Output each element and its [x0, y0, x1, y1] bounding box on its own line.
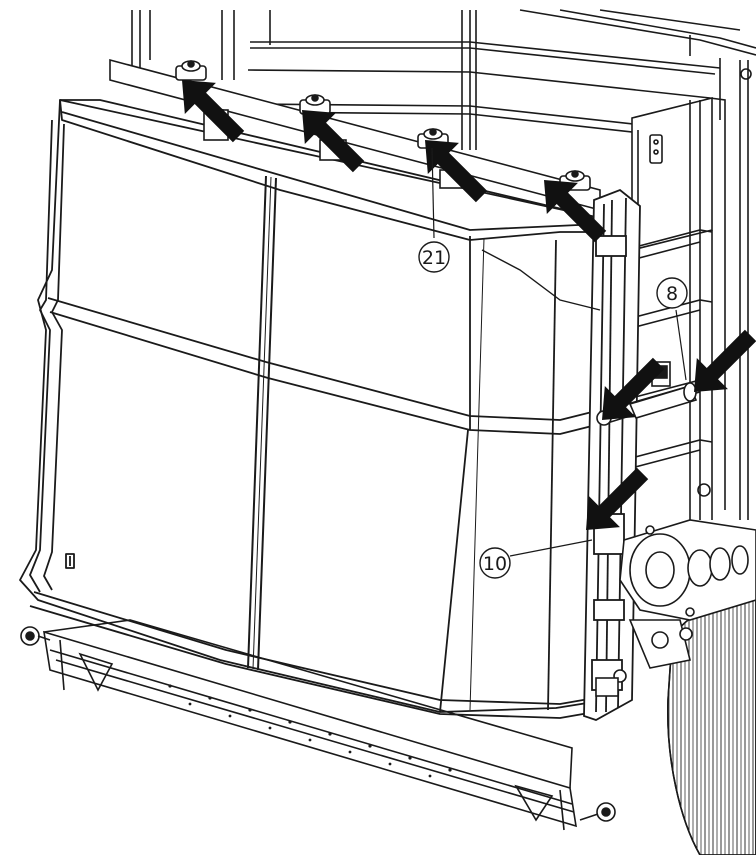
callout-label-21: 21 [422, 247, 446, 269]
arrow-icon [586, 467, 649, 530]
callout-label-8: 8 [666, 283, 678, 305]
bolt-1 [175, 60, 207, 81]
callout-21: 21 [418, 147, 450, 273]
callout-label-10: 10 [483, 553, 507, 575]
door-panel [19, 99, 607, 719]
machine-frame [131, 9, 756, 520]
indicator-arrows [182, 80, 756, 530]
arrow-icon [182, 80, 245, 143]
arrow-icon [302, 110, 365, 173]
arrow-icon [544, 180, 607, 243]
arrow-icon [425, 140, 488, 203]
arrow-icon [602, 357, 665, 420]
bottom-beam [20, 619, 616, 831]
callout-10: 10 [479, 539, 593, 579]
callout-8: 8 [656, 277, 688, 381]
gearbox [595, 519, 756, 697]
arrow-icon [694, 329, 756, 392]
